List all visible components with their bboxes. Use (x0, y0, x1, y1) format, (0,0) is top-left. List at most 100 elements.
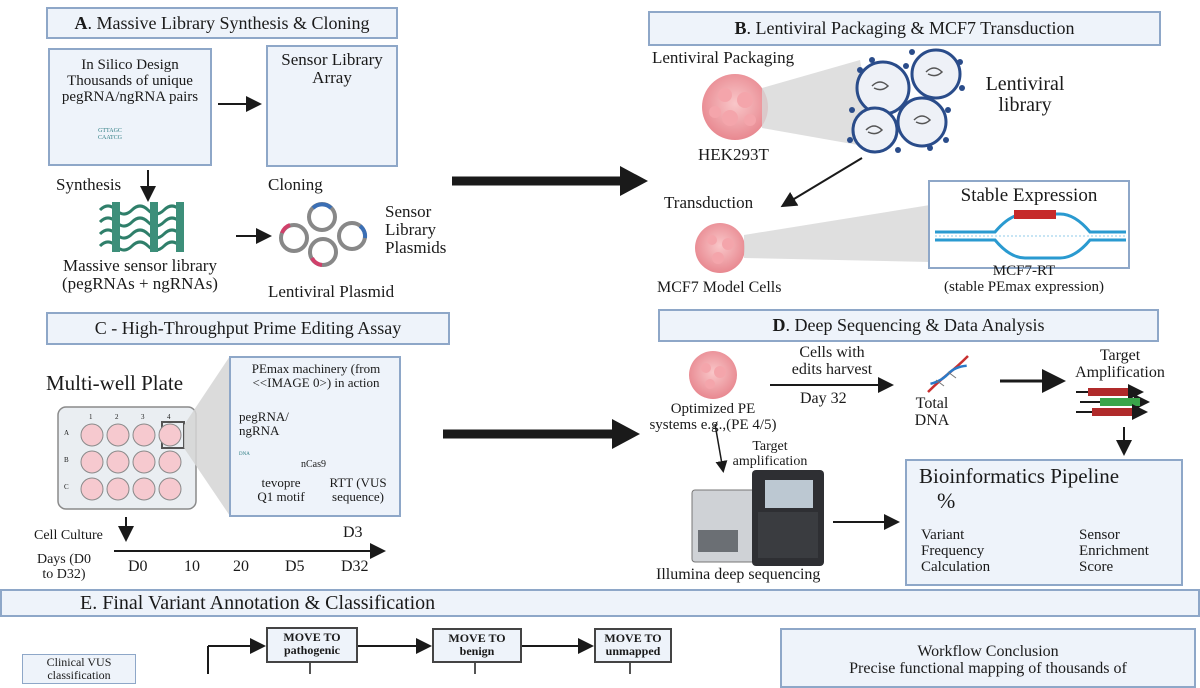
panel-e-title-text: E. Final Variant Annotation & Classifica… (80, 591, 436, 614)
plate-col-label: 4 (167, 413, 171, 421)
panel-d-title: D. Deep Sequencing & Data Analysis (658, 309, 1159, 342)
panel-c-title: C - High-Throughput Prime Editing Assay (46, 312, 450, 345)
pe-cell-icon (689, 351, 737, 399)
arrow-transduction (780, 157, 863, 208)
panel-b-letter: B (734, 18, 747, 38)
hek293t-cell-icon (702, 74, 768, 140)
target-amplification-label: Target Amplification (1075, 347, 1165, 381)
days-label: Days (D0 to D32) (36, 552, 92, 582)
d3-label: D3 (343, 524, 363, 541)
clinical-vus-label: Clinical VUS classification (46, 655, 112, 682)
panel-a-title-text: . Massive Library Synthesis & Cloning (87, 12, 370, 33)
illumina-label: Illumina deep sequencing (656, 566, 821, 583)
plate-row-label: C (64, 483, 69, 491)
plate-well (158, 477, 182, 501)
plate-well (80, 423, 104, 447)
variant-frequency-label: Variant Frequency Calculation (921, 527, 991, 575)
move-benign-box: MOVE TO benign (432, 628, 522, 663)
pipeline-title: Bioinformatics Pipeline (919, 464, 1120, 488)
tevopre-label: tevopre Q1 motif (257, 475, 305, 504)
lentivirus-particles-icon (847, 48, 965, 154)
rtt-label: RTT (VUS sequence) (329, 475, 387, 504)
sequencer-icon (691, 470, 824, 566)
timeline-tick: D5 (285, 558, 305, 575)
plate-col-label: 1 (89, 413, 93, 421)
zoom-cone-plate (184, 356, 230, 516)
timeline-tick: D0 (128, 558, 148, 575)
amplicons-icon (1076, 384, 1150, 420)
seq-bottom: CAATCG (97, 135, 122, 141)
array-box: Sensor Library Array (266, 45, 398, 167)
panel-a-title: A. Massive Library Synthesis & Cloning (46, 7, 398, 39)
design-text: In Silico Design Thousands of unique peg… (61, 57, 199, 105)
dna-tag: DNA (239, 452, 250, 457)
timeline-tick: 10 (184, 558, 200, 575)
integrated-dna-icon (935, 210, 1126, 260)
panel-d-letter: D (772, 315, 786, 335)
plasmids-label: Sensor Library Plasmids (385, 202, 447, 257)
plate-well (158, 423, 182, 447)
clinical-vus-box: Clinical VUS classification (22, 654, 136, 684)
panel-b-title-text: . Lentiviral Packaging & MCF7 Transducti… (746, 18, 1075, 38)
panel-c-title-text: C - High-Throughput Prime Editing Assay (94, 318, 402, 338)
plate-wells (80, 423, 182, 501)
timeline-tick: 20 (233, 558, 249, 575)
synthesis-label: Synthesis (56, 175, 122, 194)
plate-well (132, 423, 156, 447)
panel-b-title: B. Lentiviral Packaging & MCF7 Transduct… (648, 11, 1161, 46)
optimized-pe-label: Optimized PE systems e.g.,(PE 4/5) (649, 401, 777, 433)
panel-d-title-text: . Deep Sequencing & Data Analysis (785, 315, 1045, 335)
packaging-label: Lentiviral Packaging (652, 48, 795, 67)
cell-culture-label: Cell Culture (34, 528, 103, 543)
seq-top: GTTAGC (98, 128, 122, 134)
move-pathogenic-box: MOVE TO pathogenic (266, 627, 358, 663)
plate-well (132, 450, 156, 474)
plate-label: Multi-well Plate (46, 371, 184, 395)
plate-row-label: B (64, 456, 69, 464)
sensor-enrichment-label: Sensor Enrichment Score (1079, 527, 1149, 575)
hek-label: HEK293T (698, 145, 769, 164)
stable-expression-label: Stable Expression (960, 185, 1098, 206)
plate-col-label: 2 (115, 413, 119, 421)
cloning-label: Cloning (268, 175, 323, 194)
conclusion-box: Workflow Conclusion Precise functional m… (780, 628, 1196, 688)
pemax-inset-box: PEmax machinery (from <<IMAGE 0>) in act… (229, 356, 401, 517)
total-dna-label: Total DNA (914, 395, 950, 429)
target-amplification-2-label: Target amplification (732, 439, 808, 469)
pegrna-label: pegRNA/ ngRNA (239, 409, 289, 438)
percent-icon: % (937, 488, 956, 513)
panel-e-title: E. Final Variant Annotation & Classifica… (0, 589, 1200, 617)
mcf7-cell-icon (695, 223, 745, 273)
day32-label: Day 32 (800, 390, 847, 407)
plate-well (106, 477, 130, 501)
mcf7-rt-label: MCF7-RT (stable PEmax expression) (944, 263, 1104, 295)
plasmid-icons (279, 202, 368, 267)
zoom-cone-hek (762, 60, 875, 148)
arrow-target-amp (714, 423, 728, 473)
lentiviral-library-label: Lentiviral library (985, 73, 1065, 116)
zoom-cone-mcf7 (744, 205, 930, 262)
plate-well (158, 450, 182, 474)
timeline-tick: D32 (341, 558, 369, 575)
plate-col-label: 3 (141, 413, 145, 421)
lentiviral-plasmid-label: Lentiviral Plasmid (268, 282, 395, 301)
plate-well (106, 423, 130, 447)
panel-a-letter: A (74, 12, 88, 33)
stable-expression-box: Stable Expression (928, 180, 1130, 269)
plate-well (106, 450, 130, 474)
move-unmapped-box: MOVE TO unmapped (594, 628, 672, 663)
mcf7-cells-label: MCF7 Model Cells (657, 279, 782, 296)
array-label: Sensor Library Array (281, 50, 383, 87)
library-label: Massive sensor library (pegRNAs + ngRNAs… (62, 256, 218, 293)
plate-row-label: A (64, 429, 70, 437)
pipeline-box: Bioinformatics Pipeline % Variant Freque… (905, 459, 1183, 586)
pemax-label: PEmax machinery (from <<IMAGE 0>) in act… (251, 361, 381, 390)
plate-well (132, 477, 156, 501)
conclusion-text: Workflow Conclusion Precise functional m… (849, 643, 1127, 677)
transduction-label: Transduction (664, 193, 754, 212)
cells-harvest-label: Cells with edits harvest (791, 344, 873, 378)
ncas9-label: nCas9 (301, 459, 326, 470)
plate-well (80, 450, 104, 474)
plate-well (80, 477, 104, 501)
library-oligos-icon (98, 202, 184, 252)
